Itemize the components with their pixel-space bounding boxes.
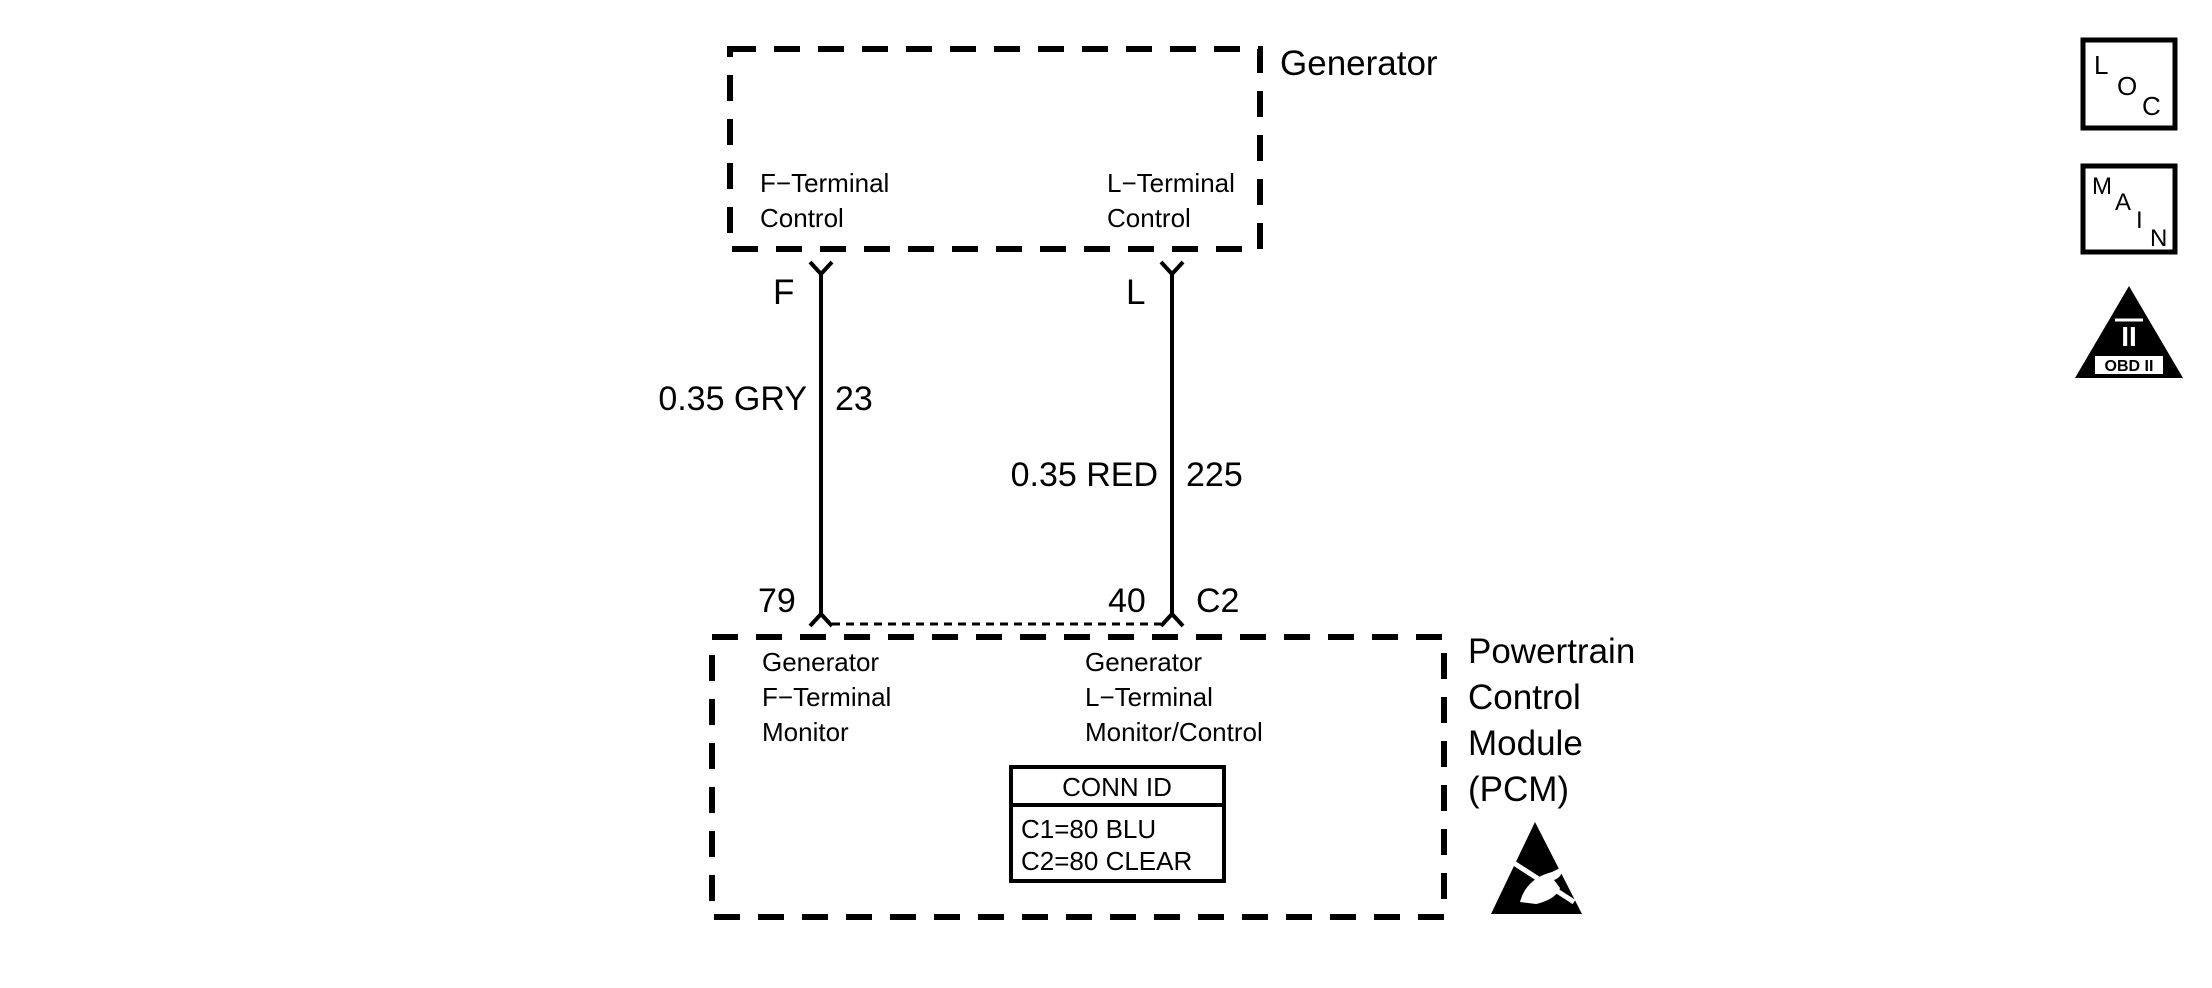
wire-l-circuit: 225 — [1186, 456, 1243, 494]
main-icon[interactable]: M A I N — [2080, 163, 2178, 255]
generator-f-pin-connector — [808, 260, 834, 277]
svg-text:O: O — [2117, 71, 2137, 101]
svg-text:C: C — [2142, 91, 2161, 121]
generator-l-control-line1: L−Terminal — [1107, 168, 1235, 198]
pcm-l-pin-number: 40 — [1108, 582, 1146, 620]
generator-f-control-line2: Control — [760, 203, 844, 233]
generator-f-control-line1: F−Terminal — [760, 168, 889, 198]
generator-box — [727, 46, 1263, 252]
svg-text:OBD II: OBD II — [2105, 358, 2154, 375]
svg-text:II: II — [2121, 321, 2137, 352]
pcm-l-pin-connector — [1159, 611, 1185, 628]
svg-text:A: A — [2115, 189, 2131, 216]
pcm-box — [709, 634, 1447, 920]
pcm-title-line2: Control — [1468, 678, 1581, 717]
pcm-title-line1: Powertrain — [1468, 632, 1635, 671]
esd-sensitive-icon — [1491, 822, 1582, 914]
wire-f-size-color: 0.35 GRY — [658, 380, 807, 418]
generator-l-pin-letter: L — [1126, 273, 1145, 312]
pcm-f-pin-connector — [808, 611, 834, 628]
generator-f-pin-letter: F — [773, 273, 794, 312]
svg-text:L: L — [2094, 50, 2108, 80]
svg-text:M: M — [2092, 173, 2112, 200]
conn-id-header: CONN ID — [1062, 772, 1172, 802]
obd-ii-icon[interactable]: II OBD II — [2075, 286, 2183, 378]
conn-id-table: CONN ID C1=80 BLU C2=80 CLEAR — [1009, 765, 1226, 883]
loc-icon[interactable]: L O C — [2080, 37, 2178, 131]
pcm-f-monitor-line2: F−Terminal — [762, 682, 891, 712]
generator-title: Generator — [1280, 44, 1438, 83]
pcm-f-pin-number: 79 — [758, 582, 796, 620]
wire-f-circuit: 23 — [835, 380, 873, 418]
generator-l-pin-connector — [1159, 260, 1185, 277]
pcm-l-monitor-line2: L−Terminal — [1085, 682, 1213, 712]
pcm-l-monitor-line3: Monitor/Control — [1085, 717, 1263, 747]
pcm-l-monitor-line1: Generator — [1085, 647, 1202, 677]
conn-id-row-c2: C2=80 CLEAR — [1021, 846, 1192, 876]
pcm-title-line4: (PCM) — [1468, 770, 1569, 809]
pcm-f-monitor-line1: Generator — [762, 647, 879, 677]
pcm-connector-id: C2 — [1196, 582, 1239, 620]
pcm-f-monitor-line3: Monitor — [762, 717, 849, 747]
generator-l-control-line2: Control — [1107, 203, 1191, 233]
svg-text:I: I — [2136, 207, 2143, 234]
conn-id-row-c1: C1=80 BLU — [1021, 814, 1156, 844]
pcm-title-line3: Module — [1468, 724, 1583, 763]
svg-text:N: N — [2150, 225, 2167, 252]
wire-l-size-color: 0.35 RED — [1011, 456, 1158, 494]
